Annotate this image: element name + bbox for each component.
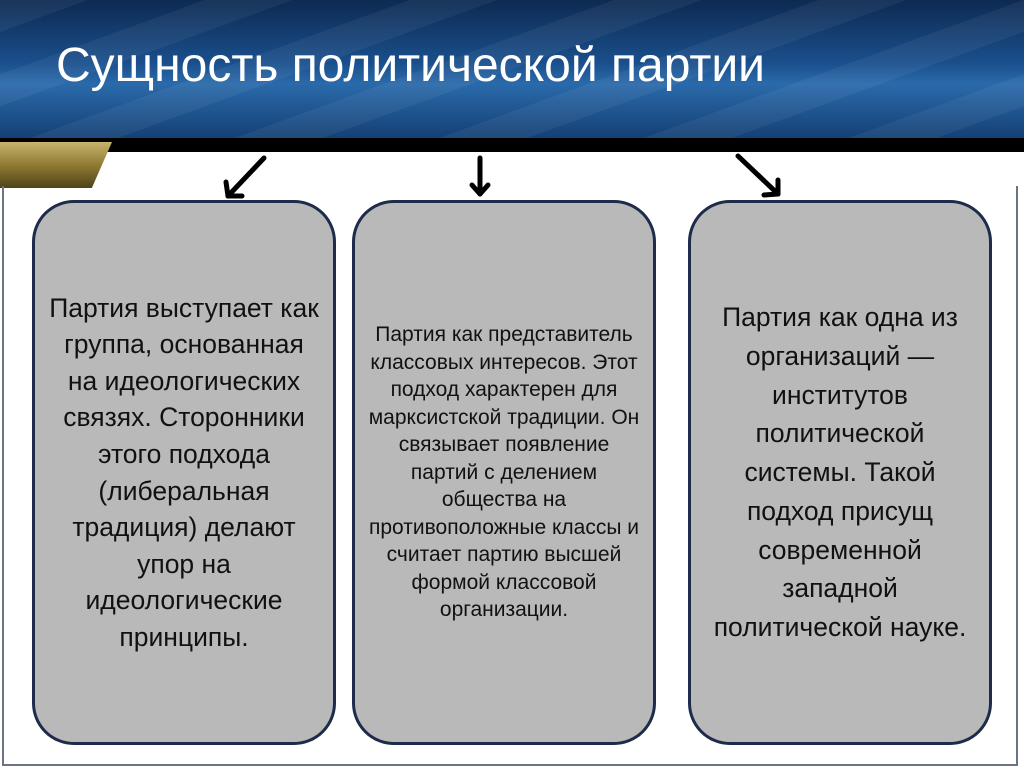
arrow-down-icon [469,155,491,197]
arrow-left-icon [223,155,267,199]
header-banner: Сущность политической партии [0,0,1024,140]
slide-title: Сущность политической партии [56,39,765,92]
approach-text-class: Партия как представитель классовых интер… [368,323,640,622]
gold-accent-bar [0,142,112,188]
arrow-right-icon [735,153,781,198]
approach-box-institutional: Партия как одна из организаций — институ… [688,200,992,745]
approach-text-ideological: Партия выступает как группа, основанная … [49,292,319,652]
approach-box-ideological: Партия выступает как группа, основанная … [32,200,336,745]
arrows-group [223,153,781,199]
approach-text-institutional: Партия как одна из организаций — институ… [713,302,967,642]
approach-box-class: Партия как представитель классовых интер… [352,200,656,745]
header-stripes [0,0,1024,140]
header-dark-band [0,138,1024,152]
content-frame [2,186,1018,766]
